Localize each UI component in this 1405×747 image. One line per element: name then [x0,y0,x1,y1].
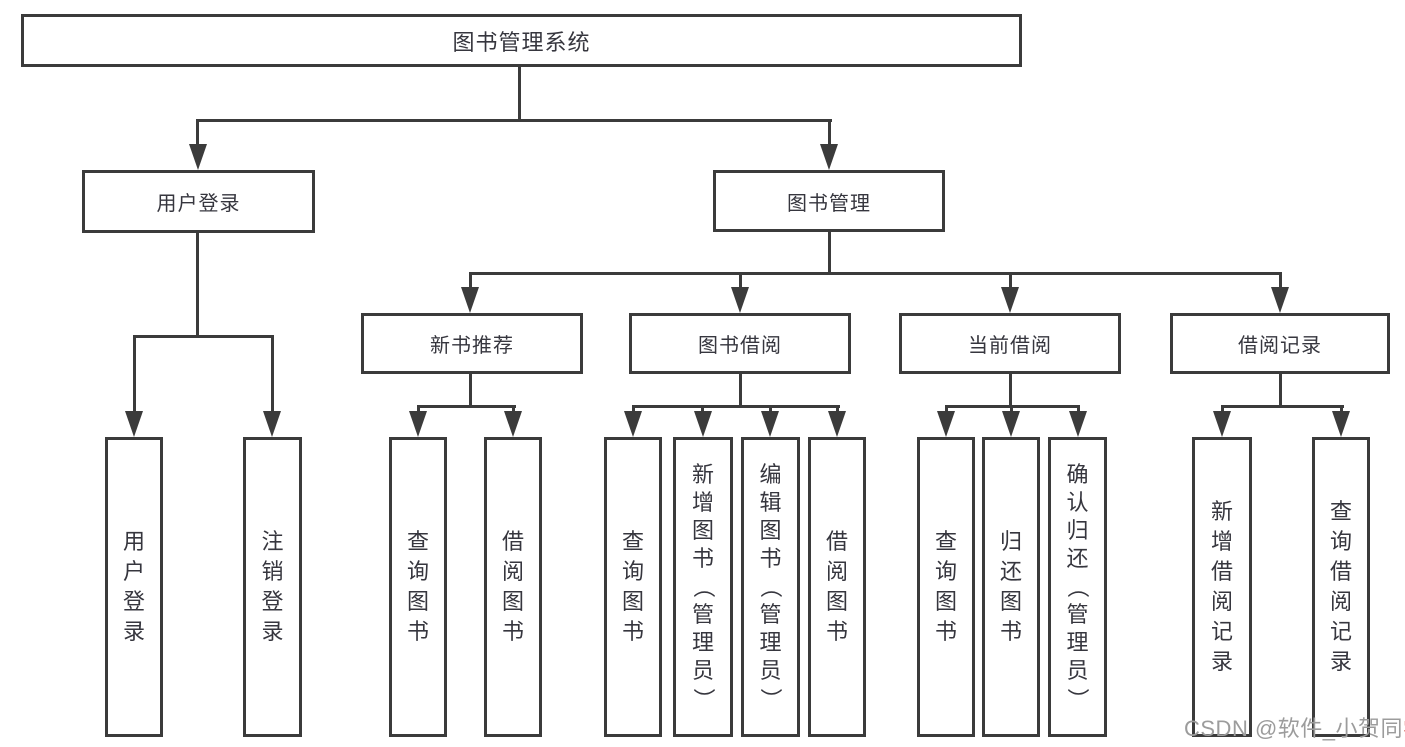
node-book-borrowing: 图书借阅 [629,313,851,374]
connector-records-child1-stem [1221,405,1224,415]
arrow-to-borrowing-query-books [624,411,642,437]
leaf-logout: 注销登录 [243,437,302,737]
connector-borrowing-child4-stem [836,405,839,415]
connector-records-stem [1279,272,1282,290]
arrow-to-current-borrowing [1001,287,1019,313]
node-book-borrowing-label: 图书借阅 [698,335,782,357]
leaf-borrowing-borrow-books-label: 借阅图书 [825,529,848,644]
node-new-book-recommend: 新书推荐 [361,313,583,374]
arrow-to-user-login-branch [189,144,207,170]
watermark-red-text: 学 [1403,716,1405,741]
connector-records-rail [1221,405,1344,408]
node-user-login-branch-label: 用户登录 [156,193,241,215]
leaf-borrowing-query-books-label: 查询图书 [621,529,644,644]
connector-recommend-child1-stem [417,405,420,415]
node-book-management-branch: 图书管理 [713,170,945,232]
arrow-to-edit-books-admin [761,411,779,437]
node-current-borrowing: 当前借阅 [899,313,1121,374]
leaf-current-query-books: 查询图书 [917,437,975,737]
node-system-root-label: 图书管理系统 [452,29,591,55]
node-book-management-branch-label: 图书管理 [787,192,871,215]
arrow-to-add-books-admin [694,411,712,437]
connector-level3-rail [469,272,1282,275]
connector-borrowing-drop [739,374,742,408]
connector-borrowing-rail [632,405,840,408]
node-current-borrowing-label: 当前借阅 [968,335,1052,357]
leaf-user-login-label: 用户登录 [122,529,145,644]
connector-current-stem [1009,272,1012,290]
connector-root-stem [518,67,521,121]
leaf-logout-label: 注销登录 [261,529,284,644]
leaf-recommend-query-books-label: 查询图书 [406,529,429,644]
arrow-to-return-books [1002,411,1020,437]
connector-borrowing-child1-stem [632,405,635,415]
connector-recommend-stem [469,272,472,290]
connector-level2-rail [196,119,832,122]
leaf-user-login: 用户登录 [105,437,163,737]
connector-recommend-drop [469,374,472,408]
connector-records-child2-stem [1340,405,1343,415]
connector-current-child1-stem [945,405,948,415]
connector-user-branch-stem [196,119,199,147]
node-borrowing-records-label: 借阅记录 [1238,335,1322,357]
leaf-add-books-admin: 新增图书（管理员） [673,437,733,737]
arrow-to-borrowing-records [1271,287,1289,313]
node-user-login-branch: 用户登录 [82,170,315,233]
leaf-add-books-admin-label: 新增图书（管理员） [690,462,716,711]
arrow-to-borrowing-borrow-books [828,411,846,437]
connector-current-drop [1009,374,1012,408]
leaf-borrowing-query-books: 查询图书 [604,437,662,737]
leaf-confirm-return-admin: 确认归还（管理员） [1048,437,1107,737]
connector-user-rail [133,335,274,338]
node-new-book-recommend-label: 新书推荐 [430,335,514,357]
connector-logout-stem [271,335,274,415]
leaf-return-books: 归还图书 [982,437,1040,737]
arrow-to-add-borrow-record [1213,411,1231,437]
watermark-gray-text: CSDN @软件_小贺同 [1184,716,1404,741]
arrow-to-user-login-leaf [125,411,143,437]
connector-borrowing-child3-stem [769,405,772,415]
connector-current-child3-stem [1077,405,1080,415]
leaf-edit-books-admin: 编辑图书（管理员） [741,437,800,737]
connector-current-child2-stem [1010,405,1013,415]
arrow-to-recommend-borrow-books [504,411,522,437]
arrow-to-book-management-branch [820,144,838,170]
arrow-to-new-book-recommend [461,287,479,313]
connector-user-login-stem [133,335,136,415]
arrow-to-logout-leaf [263,411,281,437]
leaf-borrowing-borrow-books: 借阅图书 [808,437,866,737]
connector-borrowing-stem [739,272,742,290]
leaf-recommend-query-books: 查询图书 [389,437,447,737]
csdn-watermark: CSDN @软件_小贺同学 [1184,711,1405,743]
leaf-confirm-return-admin-label: 确认归还（管理员） [1065,462,1091,711]
connector-user-branch-drop [196,233,199,337]
leaf-recommend-borrow-books-label: 借阅图书 [501,529,524,644]
leaf-add-borrow-record-label: 新增借阅记录 [1210,499,1233,674]
leaf-query-borrow-record: 查询借阅记录 [1312,437,1370,737]
connector-recommend-child2-stem [512,405,515,415]
connector-borrowing-child2-stem [701,405,704,415]
arrow-to-recommend-query-books [409,411,427,437]
leaf-recommend-borrow-books: 借阅图书 [484,437,542,737]
leaf-add-borrow-record: 新增借阅记录 [1192,437,1252,737]
leaf-query-borrow-record-label: 查询借阅记录 [1329,499,1352,674]
leaf-current-query-books-label: 查询图书 [934,529,957,644]
arrow-to-query-borrow-record [1332,411,1350,437]
arrow-to-book-borrowing [731,287,749,313]
connector-book-branch-stem [828,119,831,147]
connector-recommend-rail [417,405,516,408]
connector-records-drop [1279,374,1282,408]
arrow-to-current-query-books [937,411,955,437]
connector-book-branch-drop [828,232,831,275]
leaf-edit-books-admin-label: 编辑图书（管理员） [758,462,784,711]
leaf-return-books-label: 归还图书 [999,529,1022,644]
arrow-to-confirm-return-admin [1069,411,1087,437]
node-borrowing-records: 借阅记录 [1170,313,1390,374]
node-system-root: 图书管理系统 [21,14,1022,67]
